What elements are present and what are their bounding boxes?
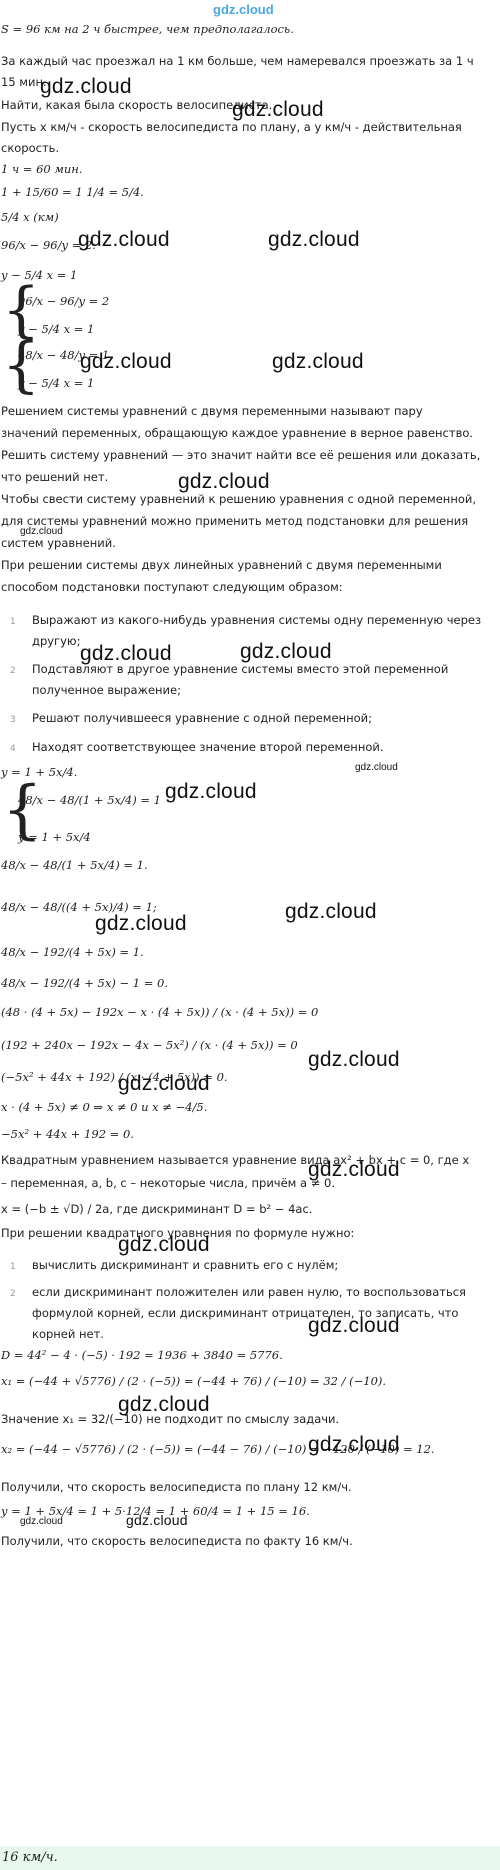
math-line: −5x² + 44x + 192 = 0. [1, 1127, 134, 1141]
text-line: Квадратным уравнением называется уравнен… [1, 1153, 470, 1167]
problem-condition: S = 96 км на 2 ч быстрее, чем предполага… [1, 22, 294, 36]
text-line: При решении квадратного уравнения по фор… [1, 1226, 355, 1240]
math-line: y = 1 + 5x/4 [18, 830, 91, 844]
math-line: 96/x − 96/y = 2 [18, 294, 110, 308]
math-line: y = 1 + 5x/4 = 1 + 5·12/4 = 1 + 60/4 = 1… [1, 1504, 310, 1518]
watermark: gdz.cloud [232, 98, 324, 121]
math-line: 48/x − 192/(4 + 5x) = 1. [1, 945, 144, 959]
text-line: Значение x₁ = 32/(−10) не подходит по см… [1, 1412, 340, 1426]
watermark: gdz.cloud [272, 350, 364, 373]
math-line: 48/x − 48/(1 + 5x/4) = 1. [1, 858, 148, 872]
math-line: 5/4 x (км) [1, 210, 59, 224]
watermark: gdz.cloud [80, 350, 172, 373]
watermark: gdz.cloud [355, 762, 398, 773]
text-line: для системы уравнений можно применить ме… [1, 514, 469, 528]
text-line: За каждый час проезжал на 1 км больше, ч… [1, 54, 474, 68]
watermark: gdz.cloud [20, 526, 63, 537]
watermark: gdz.cloud [80, 642, 172, 665]
text-line: Получили, что скорость велосипедиста по … [1, 1480, 352, 1494]
math-line: 48/x − 48/((4 + 5x)/4) = 1; [1, 900, 157, 914]
text-line: значений переменных, обращающую каждое у… [1, 426, 474, 440]
watermark: gdz.cloud [178, 470, 270, 493]
math-line: 1 + 15/60 = 1 1/4 = 5/4. [1, 185, 144, 199]
watermark: gdz.cloud [308, 1314, 400, 1337]
math-line: x · (4 + 5x) ≠ 0 ⇒ x ≠ 0 и x ≠ −4/5. [1, 1100, 208, 1114]
watermark: gdz.cloud [95, 912, 187, 935]
answer-text: 16 км/ч. [2, 1850, 58, 1865]
math-line: x = (−b ± √D) / 2a, где дискриминант D =… [1, 1202, 313, 1216]
math-line: 96/x − 96/y = 2. [1, 238, 96, 252]
math-line: x₂ = (−44 − √5776) / (2 · (−5)) = (−44 −… [1, 1442, 435, 1456]
math-line: (48 · (4 + 5x) − 192x − x · (4 + 5x)) / … [1, 1005, 319, 1019]
math-line: x₁ = (−44 + √5776) / (2 · (−5)) = (−44 +… [1, 1374, 387, 1388]
text-line: скорость. [1, 141, 60, 155]
math-line: y − 5/4 x = 1 [18, 322, 95, 336]
watermark: gdz.cloud [165, 780, 257, 803]
watermark: gdz.cloud [118, 1233, 210, 1256]
math-line: 1 ч = 60 мин. [1, 162, 83, 176]
text-line: 15 мин. [1, 75, 47, 89]
watermark: gdz.cloud [78, 228, 170, 251]
math-line: 48/x − 48/y = 1 [18, 348, 110, 362]
site-logo[interactable]: gdz.cloud [213, 2, 274, 17]
math-line: 48/x − 192/(4 + 5x) − 1 = 0. [1, 976, 168, 990]
text-line: Найти, какая была скорость велосипедиста… [1, 98, 273, 112]
text-line: Пусть x км/ч - скорость велосипедиста по… [1, 120, 462, 134]
system-brace: { [2, 330, 41, 400]
watermark: gdz.cloud [126, 1512, 188, 1528]
text-line: систем уравнений. [1, 536, 116, 550]
text-line: – переменная, a, b, c – некоторые числа,… [1, 1176, 335, 1190]
math-line: y = 1 + 5x/4. [1, 765, 78, 779]
text-line: Решением системы уравнений с двумя перем… [1, 404, 423, 418]
watermark: gdz.cloud [240, 640, 332, 663]
math-line: (−5x² + 44x + 192) / (x · (4 + 5x)) = 0. [1, 1070, 228, 1084]
text-line: что решений нет. [1, 470, 109, 484]
watermark: gdz.cloud [285, 900, 377, 923]
system-brace: { [2, 275, 41, 345]
math-line: y − 5/4 x = 1 [1, 268, 78, 282]
watermark: gdz.cloud [308, 1048, 400, 1071]
watermark: gdz.cloud [118, 1393, 210, 1416]
watermark: gdz.cloud [118, 1072, 210, 1095]
watermark: gdz.cloud [40, 75, 132, 98]
watermark: gdz.cloud [308, 1433, 400, 1456]
watermark: gdz.cloud [20, 1516, 63, 1527]
answer-bar: 16 км/ч. [0, 1846, 500, 1870]
system-brace: { [2, 773, 43, 847]
watermark: gdz.cloud [268, 228, 360, 251]
text-line: способом подстановки поступают следующим… [1, 580, 343, 594]
math-line: (192 + 240x − 192x − 4x − 5x²) / (x · (4… [1, 1038, 298, 1052]
math-line: 48/x − 48/(1 + 5x/4) = 1 [18, 793, 161, 807]
text-line: Получили, что скорость велосипедиста по … [1, 1534, 353, 1548]
text-line: Решить систему уравнений — это значит на… [1, 448, 481, 462]
watermark: gdz.cloud [308, 1158, 400, 1181]
math-line: y − 5/4 x = 1 [18, 376, 95, 390]
text-line: При решении системы двух линейных уравне… [1, 558, 442, 572]
text-line: Чтобы свести систему уравнений к решению… [1, 492, 477, 506]
math-line: D = 44² − 4 · (−5) · 192 = 1936 + 3840 =… [1, 1348, 283, 1362]
